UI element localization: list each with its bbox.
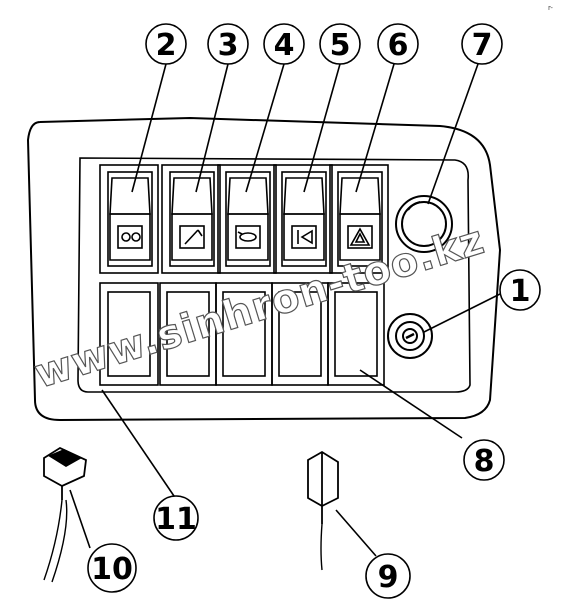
work-light-symbol-icon (297, 229, 313, 245)
blank-switch-slot (99, 282, 159, 386)
callout-9: 9 (378, 560, 399, 595)
callout-8: 8 (474, 444, 495, 479)
blank-switch-row (99, 282, 385, 386)
callout-7: 7 (472, 28, 493, 63)
wiper-symbol-icon (184, 229, 203, 245)
rocker-switch-4 (217, 164, 277, 274)
hazard-symbol-icon (349, 227, 371, 246)
rocker-switch-row (99, 164, 389, 274)
connector-10 (43, 446, 87, 583)
corner-mark: r- (548, 4, 553, 12)
callout-4: 4 (274, 28, 295, 63)
connector-9 (307, 450, 339, 571)
rotary-knob (395, 195, 453, 253)
callout-2: 2 (156, 28, 177, 63)
callout-1: 1 (510, 274, 531, 309)
callout-10: 10 (91, 552, 133, 587)
washer-symbol-icon (237, 231, 257, 242)
rocker-switch-3 (161, 164, 221, 274)
key-switch (387, 313, 433, 359)
rocker-switch-6 (329, 164, 389, 274)
callout-11: 11 (155, 502, 197, 537)
rocker-switch-5 (273, 164, 333, 274)
panel-body (26, 116, 502, 422)
callout-6: 6 (388, 28, 409, 63)
leader-lines (69, 63, 501, 557)
callouts (87, 23, 541, 599)
rocker-switch-2 (99, 164, 159, 274)
lamp-symbol-icon (121, 232, 141, 242)
callout-3: 3 (218, 28, 239, 63)
blank-switch-slot (327, 282, 385, 386)
callout-5: 5 (330, 28, 351, 63)
